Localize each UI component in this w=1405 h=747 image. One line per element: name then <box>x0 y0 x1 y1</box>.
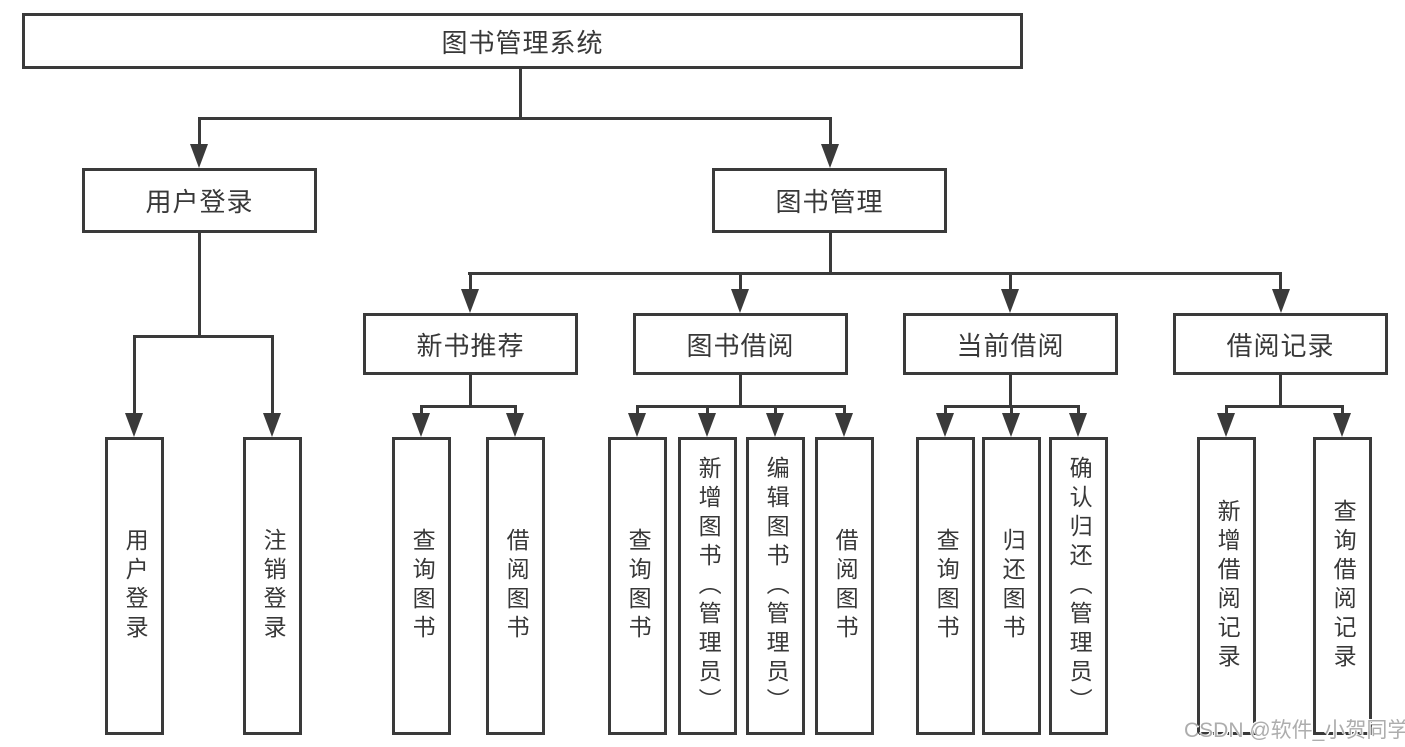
node-label: 借阅记录 <box>1226 330 1335 361</box>
connector-stub-leaf <box>271 335 274 415</box>
node-label: 图书借阅 <box>686 330 795 361</box>
connector-section-drop <box>1009 375 1012 407</box>
leaf-query-borrow-records: 查询借阅记录 <box>1313 437 1372 735</box>
arrowhead-leaf <box>1217 413 1235 437</box>
node-label: 图书管理 <box>775 187 884 217</box>
leaf-edit-books-admin: 编辑图书（管理员） <box>746 437 805 735</box>
node-current-borrowing: 当前借阅 <box>903 313 1118 375</box>
connector-section-drop <box>739 375 742 407</box>
connector-section-drop <box>469 375 472 407</box>
leaf-logout: 注销登录 <box>243 437 302 735</box>
arrowhead-leaf <box>125 413 143 437</box>
connector-stub-section <box>1009 272 1012 292</box>
leaf-return-books: 归还图书 <box>982 437 1041 735</box>
leaf-borrow-books: 借阅图书 <box>486 437 545 735</box>
connector-section-bus <box>420 405 517 408</box>
arrowhead-section <box>461 289 479 313</box>
connector-stub-leaf <box>514 405 517 416</box>
connector-stub-leaf <box>1225 405 1228 416</box>
node-borrowing-records: 借阅记录 <box>1173 313 1388 375</box>
arrowhead-leaf <box>766 413 784 437</box>
arrowhead-leaf <box>628 413 646 437</box>
leaf-add-borrow-record: 新增借阅记录 <box>1197 437 1256 735</box>
node-label: 新书推荐 <box>416 330 525 361</box>
leaf-query-books: 查询图书 <box>608 437 667 735</box>
arrowhead-leaf <box>936 413 954 437</box>
node-book-management: 图书管理 <box>712 168 947 233</box>
leaf-label: 新增借阅记录 <box>1214 499 1241 673</box>
arrowhead-leaf <box>263 413 281 437</box>
connector-user-login-bus <box>133 335 274 338</box>
leaf-label: 借阅图书 <box>503 528 530 644</box>
connector-stub-leaf <box>774 405 777 416</box>
connector-stub-section <box>1279 272 1282 292</box>
arrowhead-book-management <box>821 144 839 168</box>
node-label: 用户登录 <box>145 187 254 217</box>
connector-stub-leaf <box>420 405 423 416</box>
node-new-book-recommendation: 新书推荐 <box>363 313 578 375</box>
connector-book-management-drop <box>829 233 832 274</box>
connector-stub-leaf <box>1077 405 1080 416</box>
arrowhead-section <box>1272 289 1290 313</box>
connector-root-drop <box>519 68 522 120</box>
connector-stub-section <box>469 272 472 292</box>
leaf-label: 查询图书 <box>625 528 652 644</box>
connector-stub-leaf <box>636 405 639 416</box>
node-user-login: 用户登录 <box>82 168 317 233</box>
connector-book-management-bus <box>468 272 1282 275</box>
connector-stub-user-login <box>198 117 201 147</box>
leaf-query-books: 查询图书 <box>392 437 451 735</box>
leaf-query-books: 查询图书 <box>916 437 975 735</box>
connector-section-bus <box>1225 405 1344 408</box>
leaf-label: 查询图书 <box>409 528 436 644</box>
connector-stub-leaf <box>1341 405 1344 416</box>
connector-user-login-drop <box>198 232 201 337</box>
arrowhead-leaf <box>506 413 524 437</box>
leaf-borrow-books: 借阅图书 <box>815 437 874 735</box>
leaf-label: 归还图书 <box>999 528 1026 644</box>
connector-section-bus <box>636 405 846 408</box>
connector-root-bus <box>198 117 832 120</box>
csdn-watermark: CSDN @软件_小贺同学 <box>1184 719 1405 742</box>
leaf-add-books-admin: 新增图书（管理员） <box>678 437 737 735</box>
leaf-user-login: 用户登录 <box>105 437 164 735</box>
node-book-borrowing: 图书借阅 <box>633 313 848 375</box>
arrowhead-leaf <box>1002 413 1020 437</box>
leaf-label: 编辑图书（管理员） <box>763 455 790 717</box>
connector-stub-leaf <box>843 405 846 416</box>
node-label: 当前借阅 <box>956 330 1065 361</box>
leaf-label: 查询借阅记录 <box>1330 499 1357 673</box>
leaf-confirm-return-admin: 确认归还（管理员） <box>1049 437 1108 735</box>
node-label: 图书管理系统 <box>441 27 604 58</box>
leaf-label: 用户登录 <box>122 528 149 644</box>
connector-stub-section <box>739 272 742 292</box>
arrowhead-user-login <box>190 144 208 168</box>
node-library-management-system: 图书管理系统 <box>22 13 1023 69</box>
arrowhead-section <box>731 289 749 313</box>
leaf-label: 查询图书 <box>933 528 960 644</box>
leaf-label: 新增图书（管理员） <box>695 455 722 717</box>
connector-stub-book-management <box>829 117 832 147</box>
connector-stub-leaf <box>133 335 136 415</box>
leaf-label: 借阅图书 <box>832 528 859 644</box>
connector-stub-leaf <box>944 405 947 416</box>
arrowhead-leaf <box>1069 413 1087 437</box>
leaf-label: 注销登录 <box>260 528 287 644</box>
arrowhead-section <box>1001 289 1019 313</box>
connector-stub-leaf <box>706 405 709 416</box>
arrowhead-leaf <box>698 413 716 437</box>
arrowhead-leaf <box>1333 413 1351 437</box>
connector-section-drop <box>1279 375 1282 407</box>
leaf-label: 确认归还（管理员） <box>1066 455 1093 717</box>
connector-stub-leaf <box>1010 405 1013 416</box>
arrowhead-leaf <box>412 413 430 437</box>
arrowhead-leaf <box>835 413 853 437</box>
